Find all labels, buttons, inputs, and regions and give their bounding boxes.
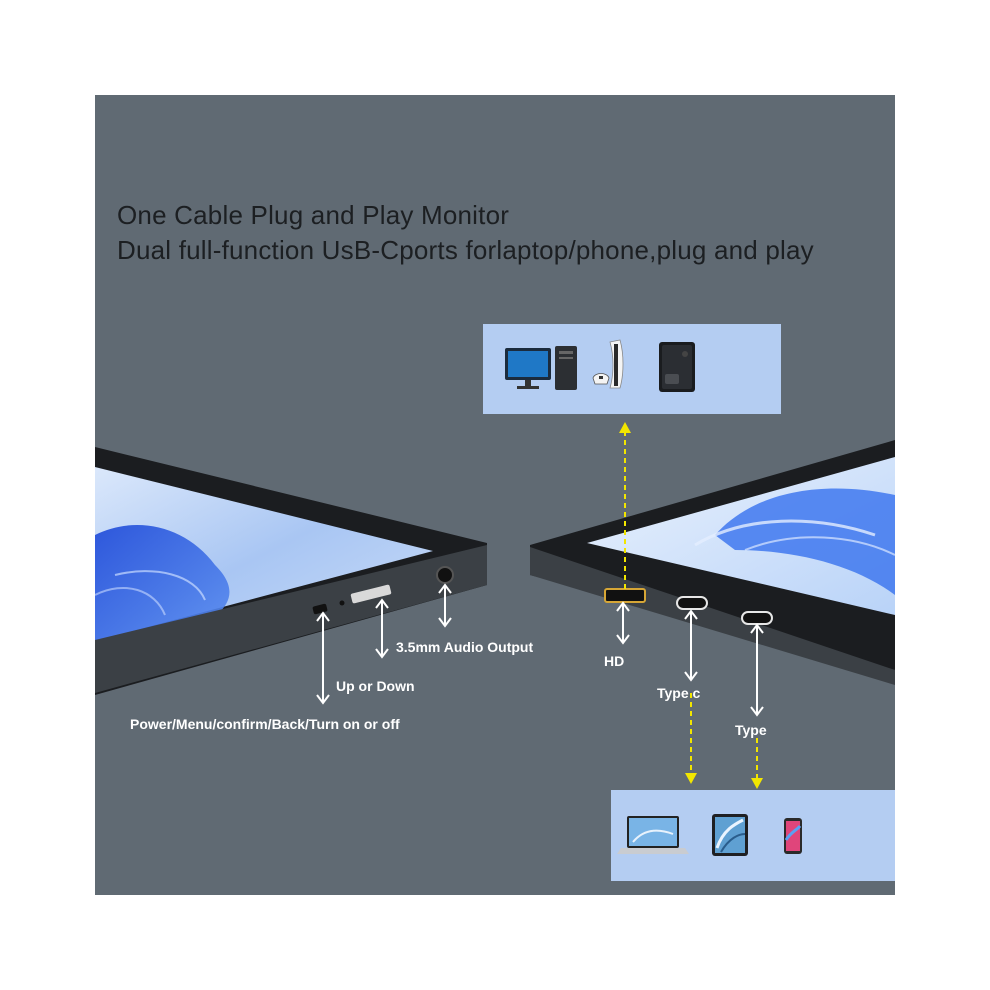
type-label: Type — [735, 722, 767, 738]
usb-c-port-icon — [741, 611, 773, 625]
indicator-led-icon — [339, 600, 345, 606]
right-monitor — [530, 440, 895, 685]
hdmi-port-icon — [604, 588, 646, 603]
headline-subtitle: Dual full-function UsB-Cports forlaptop/… — [117, 235, 814, 265]
left-monitor — [95, 447, 487, 695]
headline-title: One Cable Plug and Play Monitor — [117, 200, 510, 230]
power-button-icon — [312, 603, 328, 615]
usb-c-devices-box — [611, 790, 895, 881]
desktop-computer-icon — [505, 346, 577, 390]
tablet-icon — [712, 814, 748, 856]
up-down-label: Up or Down — [336, 678, 415, 694]
port-arrows — [316, 583, 764, 717]
type-c-label: Type c — [657, 685, 701, 701]
hdmi-devices-box — [483, 324, 781, 414]
dashed-connection-arrows — [624, 429, 758, 782]
smartphone-icon — [784, 818, 802, 854]
hd-label: HD — [604, 653, 625, 669]
rocker-switch-icon — [350, 584, 392, 604]
product-image-panel: One Cable Plug and Play Monitor Dual ful… — [95, 95, 895, 895]
monitor-illustration — [95, 422, 895, 789]
laptop-icon — [617, 816, 689, 854]
usb-c-port-icon — [676, 596, 708, 610]
game-console-controller-icon — [592, 339, 624, 389]
audio-jack-icon — [436, 566, 454, 584]
audio-output-label: 3.5mm Audio Output — [396, 639, 534, 655]
power-menu-label: Power/Menu/confirm/Back/Turn on or off — [130, 716, 400, 732]
dashed-arrowheads — [619, 422, 763, 789]
game-console-icon — [659, 342, 695, 392]
